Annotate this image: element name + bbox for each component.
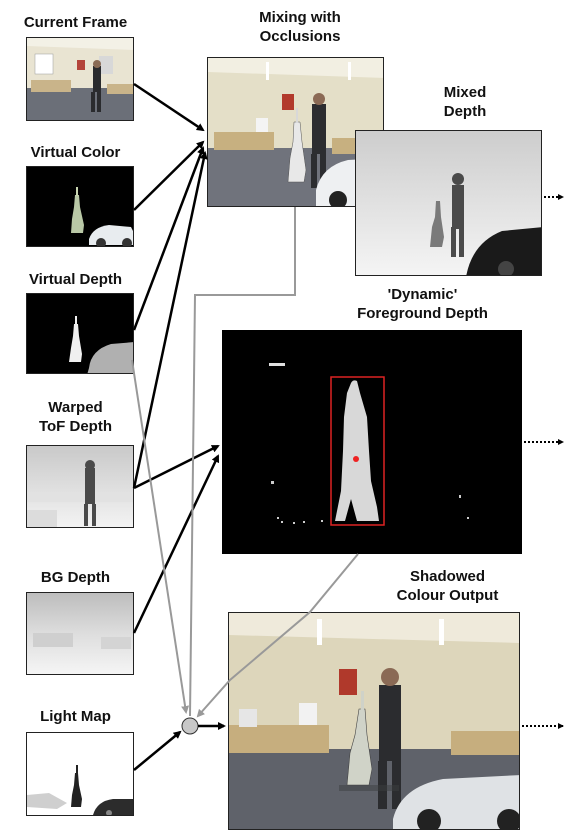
centroid-dot — [353, 456, 359, 462]
shadowed-colour-output-image — [228, 612, 520, 830]
mixed-depth-image — [355, 130, 542, 276]
light-map-image — [26, 732, 134, 816]
arrow-current-to-mixing — [133, 82, 205, 132]
label-virtual-depth: Virtual Depth — [28, 271, 123, 288]
arrow-bg-to-dynamic — [132, 454, 220, 634]
virtual-color-image — [26, 166, 134, 247]
arrow-virtual-depth-to-mixing — [132, 146, 205, 331]
label-warped-line1: Warped — [48, 399, 103, 416]
arrow-lightmap-to-combiner — [133, 730, 182, 771]
label-dynamic-line1: 'Dynamic' — [387, 286, 458, 303]
label-virtual-color: Virtual Color — [30, 144, 121, 161]
current-frame-image — [26, 37, 134, 121]
arrow-tof-to-dynamic — [133, 444, 220, 490]
arrow-tof-to-mixing — [132, 151, 208, 489]
label-mixing-line2: Occlusions — [259, 28, 341, 45]
warped-tof-depth-image — [26, 445, 134, 528]
label-current-frame: Current Frame — [23, 14, 128, 31]
label-dynamic-line2: Foreground Depth — [357, 305, 488, 322]
label-mixing-occlusions: Mixing with Occlusions — [205, 8, 395, 46]
foreground-bounding-box — [330, 376, 385, 526]
bg-depth-image — [26, 592, 134, 675]
mixing-occlusions-image — [207, 57, 384, 207]
dynamic-foreground-depth-image — [222, 330, 522, 554]
label-bg-depth: BG Depth — [40, 569, 111, 586]
label-shadowed-line1: Shadowed — [409, 568, 485, 585]
foreground-silhouette — [335, 380, 379, 521]
arrow-virtual-color-to-mixing — [133, 140, 205, 211]
label-dynamic-foreground-depth: 'Dynamic' Foreground Depth — [300, 285, 545, 323]
virtual-depth-image — [26, 293, 134, 374]
label-warped-tof-depth: Warped ToF Depth — [8, 398, 143, 436]
label-mixed-line2: Depth — [443, 103, 487, 120]
label-light-map: Light Map — [40, 708, 111, 725]
label-shadowed-colour-output: Shadowed Colour Output — [355, 567, 540, 605]
label-mixed-depth: Mixed Depth — [400, 83, 530, 121]
label-mixing-line1: Mixing with — [259, 9, 341, 26]
label-mixed-line1: Mixed — [443, 84, 487, 101]
combiner-node — [181, 717, 199, 735]
label-warped-line2: ToF Depth — [38, 418, 113, 435]
label-shadowed-line2: Colour Output — [396, 587, 499, 604]
